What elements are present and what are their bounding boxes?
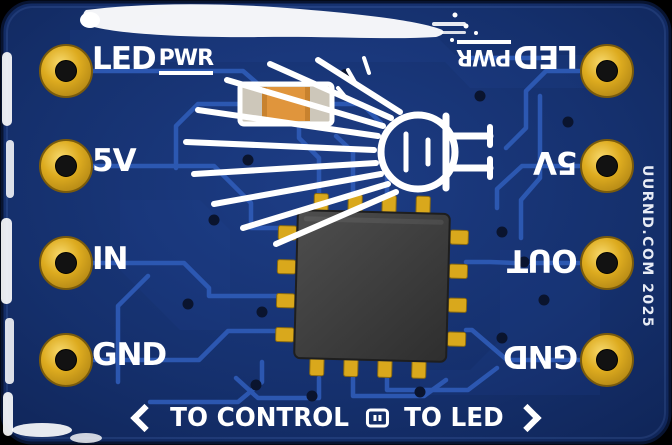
arrow-right-icon	[513, 403, 542, 433]
pin-name: IN	[92, 241, 128, 277]
label-right-led-pwr: LED PWR	[456, 38, 578, 74]
copper-traces	[90, 55, 582, 405]
pad-left-in	[39, 236, 93, 290]
pin-subname: PWR	[158, 48, 214, 75]
pad-right-5v	[580, 139, 634, 193]
bottom-banner: TO CONTROL TO LED	[130, 403, 542, 433]
label-left-5v: 5V	[92, 143, 137, 179]
arrow-left-icon	[130, 403, 159, 433]
chip-footprint-icon	[365, 406, 391, 430]
label-right-5v: 5V	[534, 144, 578, 180]
banner-text-right: TO LED	[404, 403, 504, 433]
label-right-out: OUT	[508, 242, 578, 278]
led-rays	[183, 57, 403, 247]
credit-text: UURND.COM 2025	[639, 165, 655, 329]
led-body	[377, 111, 494, 193]
label-left-in: IN	[92, 241, 128, 277]
pad-left-gnd	[39, 333, 93, 387]
banner-text-left: TO CONTROL	[170, 403, 350, 433]
ic-chip	[275, 193, 469, 379]
label-left-gnd: GND	[92, 337, 167, 373]
chip-body	[293, 209, 451, 363]
led-leads	[403, 124, 493, 180]
pin-name: LED	[92, 41, 157, 77]
pin-subname: PWR	[456, 40, 512, 69]
pad-left-5v	[39, 139, 93, 193]
pin-name: OUT	[508, 242, 578, 278]
pad-right-out	[580, 236, 634, 290]
label-right-gnd: GND	[503, 338, 578, 374]
pin-name: GND	[92, 337, 167, 373]
pin-name: GND	[503, 338, 578, 374]
pin-name: LED	[514, 38, 578, 74]
pad-left-led-pwr	[39, 44, 93, 98]
led-sparkles	[336, 56, 371, 101]
pin-name: 5V	[92, 143, 137, 179]
through-hole-pads	[39, 44, 634, 387]
led-silkscreen-icon	[183, 56, 494, 247]
pad-right-led-pwr	[580, 44, 634, 98]
pin-name: 5V	[534, 144, 578, 180]
paint-splash	[1, 4, 478, 443]
label-left-led-pwr: LED PWR	[92, 41, 214, 77]
pad-right-gnd	[580, 333, 634, 387]
